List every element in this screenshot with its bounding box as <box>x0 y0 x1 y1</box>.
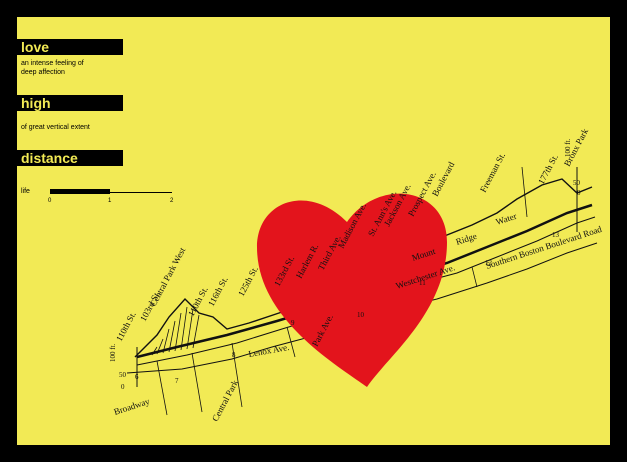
svg-text:0: 0 <box>121 383 125 391</box>
map-label: Freeman St. <box>478 151 507 194</box>
svg-text:13: 13 <box>552 231 560 239</box>
svg-text:7: 7 <box>175 377 179 385</box>
term-high: high <box>17 95 123 111</box>
definition-love: an intense feeling of deep affection <box>21 60 84 76</box>
term-distance: distance <box>17 150 123 166</box>
svg-text:50: 50 <box>573 179 581 187</box>
svg-text:12: 12 <box>485 259 493 267</box>
map-label: 110th St. <box>114 310 138 343</box>
scale-tick-0: 0 <box>48 198 52 204</box>
hatched-hill <box>151 306 200 356</box>
svg-text:11: 11 <box>419 279 426 287</box>
heart-shape <box>257 193 447 387</box>
svg-text:10: 10 <box>357 311 365 319</box>
mile-numbers: 6 7 8 9 10 11 12 13 <box>135 231 560 385</box>
svg-text:100 ft.: 100 ft. <box>109 343 117 362</box>
svg-text:8: 8 <box>232 351 236 359</box>
definition-high: of great vertical extent <box>21 124 90 131</box>
scale-bar-thick <box>50 189 110 194</box>
map-label: Water <box>495 211 518 227</box>
elevation-labels: 100 ft. 50 0 100 ft. 50 0 <box>109 138 581 391</box>
map-label: 125th St. <box>236 265 260 298</box>
map-label: Central Park <box>210 378 240 423</box>
svg-text:0: 0 <box>577 189 581 197</box>
svg-text:100 ft.: 100 ft. <box>564 138 572 157</box>
svg-text:6: 6 <box>135 373 139 381</box>
scale-bar-thin <box>110 192 172 193</box>
poster: 110th St. 103rd St. Central Park West 11… <box>17 17 610 445</box>
svg-text:9: 9 <box>291 319 295 327</box>
map-label: Broadway <box>113 396 152 417</box>
scale-label: life <box>21 188 30 195</box>
scale-tick-1: 1 <box>108 198 112 204</box>
map-label: 116th St. <box>206 275 230 308</box>
term-love: love <box>17 39 123 55</box>
svg-text:50: 50 <box>119 371 127 379</box>
scale-tick-2: 2 <box>170 198 174 204</box>
map-label: Central Park West <box>148 245 188 308</box>
map-label: Ridge <box>455 231 479 247</box>
map-label: Lenox Ave. <box>248 342 290 359</box>
elevation-profile-map: 110th St. 103rd St. Central Park West 11… <box>109 126 603 423</box>
